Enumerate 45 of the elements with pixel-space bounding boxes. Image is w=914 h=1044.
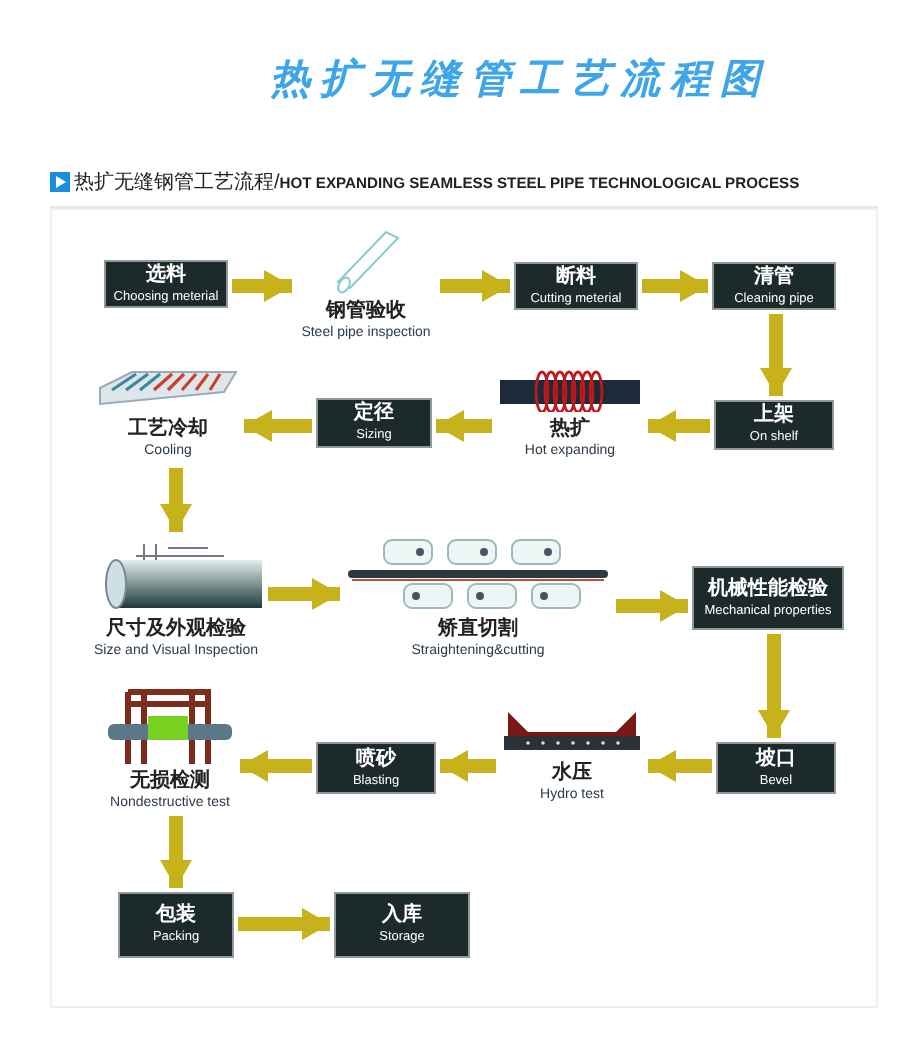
step-title: 水压 — [552, 762, 592, 786]
step-title: 矫直切割 — [438, 618, 518, 642]
process-step — [104, 684, 236, 812]
arrow — [440, 270, 510, 302]
step-title: 坡口 — [756, 747, 796, 771]
arrow — [232, 270, 292, 302]
arrow — [436, 410, 492, 442]
arrow — [616, 590, 688, 622]
process-box — [316, 742, 436, 794]
step-title: 断料 — [556, 265, 596, 289]
arrow — [648, 750, 712, 782]
step-title: 喷砂 — [356, 747, 396, 771]
process-box — [118, 892, 234, 958]
process-box — [714, 400, 834, 450]
process-box — [104, 260, 228, 308]
arrow — [648, 410, 710, 442]
arrow — [244, 410, 312, 442]
arrow — [160, 468, 192, 532]
arrow — [758, 634, 790, 738]
step-title: 热扩 — [550, 418, 590, 442]
process-box — [716, 742, 836, 794]
arrow — [440, 750, 496, 782]
step-title: 入库 — [382, 904, 422, 928]
step-title: 选料 — [146, 263, 186, 287]
step-title: 钢管验收 — [326, 300, 406, 324]
process-box — [316, 398, 432, 448]
step-title: 包装 — [156, 904, 196, 928]
arrow — [238, 908, 330, 940]
arrow — [760, 314, 792, 396]
process-box — [334, 892, 470, 958]
step-title: 尺寸及外观检验 — [106, 618, 246, 642]
title: 热扩无缝管工艺流程图 — [268, 52, 772, 106]
process-box — [692, 566, 844, 630]
process-box — [712, 262, 836, 310]
arrow — [160, 816, 192, 888]
step-title: 工艺冷却 — [128, 418, 208, 442]
step-title: 上架 — [754, 404, 794, 428]
process-box — [514, 262, 638, 310]
arrow — [268, 578, 340, 610]
arrow — [642, 270, 708, 302]
arrow — [240, 750, 312, 782]
step-title: 无损检测 — [130, 770, 210, 794]
step-title: 机械性能检验 — [708, 577, 828, 601]
step-title: 清管 — [754, 265, 794, 289]
step-title: 定径 — [354, 402, 394, 426]
